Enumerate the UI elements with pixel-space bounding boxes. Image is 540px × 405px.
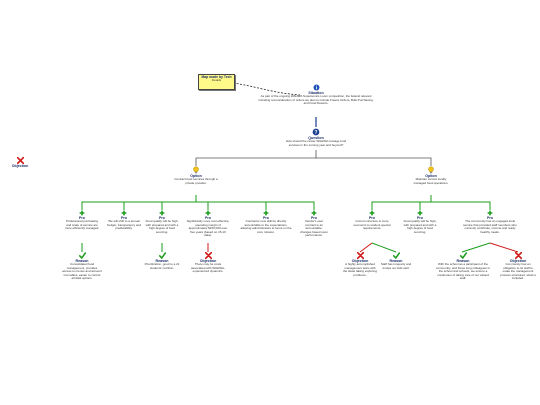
- reason-node[interactable]: Reason With the school as a participant …: [434, 252, 492, 281]
- reason-text: With the school as a participant of the …: [436, 262, 490, 280]
- pro-node[interactable]: Pro The community has an engaged local s…: [462, 210, 518, 234]
- side-objection-heading: Objection: [11, 164, 29, 168]
- pro-node[interactable]: Pro Significantly more cost effective, o…: [186, 210, 230, 238]
- svg-text:?: ?: [314, 130, 317, 136]
- question-circle-icon: ?: [312, 128, 320, 136]
- reason-heading: Reason: [389, 259, 403, 263]
- pro-heading: Pro: [121, 216, 127, 220]
- option-text: Maintain current locally managed food op…: [413, 177, 449, 185]
- pro-heading: Pro: [79, 216, 85, 220]
- plus-icon: [487, 210, 493, 216]
- plus-icon: [369, 210, 375, 216]
- checkmark-icon: [78, 252, 86, 259]
- link-question-option-1: [195, 150, 317, 166]
- reason-node[interactable]: Reason Prioritization, good to a 21 stud…: [144, 252, 180, 270]
- option-heading: Option: [425, 174, 437, 178]
- pro-text: The community has an engaged local servi…: [463, 219, 517, 234]
- question-node[interactable]: ? Question How should the newer WAHWA ma…: [284, 128, 348, 147]
- objection-heading: Objection: [509, 259, 527, 263]
- pro-node[interactable]: Pro Professional purchasing and scale of…: [64, 210, 100, 231]
- plus-icon: [79, 210, 85, 216]
- situation-node[interactable]: Situation As part of the ongoing WAHWA S…: [258, 84, 374, 106]
- pro-text: Vendor's user contract is an accountable…: [300, 219, 328, 237]
- option-text: Contract food services through a private…: [174, 177, 218, 185]
- pro-node[interactable]: Pro Food quality will be high, with prep…: [144, 210, 180, 234]
- pro-text: Current structure is more economic to st…: [353, 219, 391, 230]
- link-question-option-2: [316, 157, 432, 166]
- reason-text: Prioritization, good to a 21 students' n…: [144, 262, 180, 270]
- objection-heading: Objection: [199, 259, 217, 263]
- pro-text: Contractor new skill be directly account…: [240, 219, 292, 234]
- side-objection-node[interactable]: Objection: [8, 157, 32, 168]
- reason-heading: Reason: [456, 259, 470, 263]
- pro-text: We will shift to a annual budget, transp…: [106, 219, 142, 230]
- situation-heading: Situation: [308, 91, 324, 95]
- links-pros-children: [81, 242, 519, 253]
- pro-heading: Pro: [369, 216, 375, 220]
- pro-text: Food quality will be high, with prepared…: [403, 219, 437, 234]
- checkmark-icon: [459, 252, 467, 259]
- option-node[interactable]: Option Maintain current locally managed …: [409, 166, 453, 185]
- checkmark-icon: [392, 252, 400, 259]
- reason-heading: Reason: [75, 259, 89, 263]
- situation-text: As part of the ongoing WAHWA Supersonics…: [258, 94, 374, 105]
- pro-heading: Pro: [205, 216, 211, 220]
- pro-text: Food quality will be high, with prepared…: [145, 219, 179, 234]
- plus-icon: [159, 210, 165, 216]
- links-option-2-pros: [371, 195, 491, 210]
- objection-node[interactable]: Objection Community has an obligation to…: [500, 252, 536, 281]
- pro-node[interactable]: Pro Food quality will be high, with prep…: [402, 210, 438, 234]
- red-cross-icon: [16, 157, 24, 164]
- red-cross-icon: [514, 252, 522, 259]
- pro-heading: Pro: [311, 216, 317, 220]
- pro-node[interactable]: Pro Contractor new skill be directly acc…: [240, 210, 292, 234]
- objection-text: There may be costs associated with WAHWA…: [191, 262, 225, 273]
- objection-node[interactable]: Objection A highly accomplished manageme…: [342, 252, 378, 277]
- pro-text: Significantly more cost effective, opera…: [186, 219, 230, 237]
- plus-icon: [311, 210, 317, 216]
- pro-heading: Pro: [487, 216, 493, 220]
- note-connector: [232, 82, 301, 96]
- red-cross-icon: [204, 252, 212, 259]
- question-heading: Question: [308, 136, 324, 140]
- reason-node[interactable]: Reason Consolidated food management, pro…: [62, 252, 102, 281]
- lightbulb-icon: [428, 166, 434, 174]
- note-subtitle: Details: [211, 78, 222, 82]
- pro-node[interactable]: Pro We will shift to a annual budget, tr…: [106, 210, 142, 231]
- plus-icon: [263, 210, 269, 216]
- info-circle-icon: [313, 84, 319, 91]
- reason-node[interactable]: Reason Staff has longevity and knows our…: [380, 252, 412, 270]
- plus-icon: [205, 210, 211, 216]
- pro-node[interactable]: Pro Vendor's user contract is an account…: [300, 210, 328, 238]
- objection-text: A highly accomplished management team wi…: [342, 262, 378, 277]
- pro-heading: Pro: [417, 216, 423, 220]
- plus-icon: [121, 210, 127, 216]
- option-node[interactable]: Option Contract food services through a …: [174, 166, 218, 185]
- question-text: How should the newer WAHWA manage food s…: [285, 139, 347, 147]
- reason-heading: Reason: [155, 259, 169, 263]
- plus-icon: [417, 210, 423, 216]
- map-note[interactable]: Map made by Tech Details: [198, 74, 235, 90]
- links-option-1-pros: [81, 195, 315, 210]
- objection-heading: Objection: [351, 259, 369, 263]
- checkmark-icon: [158, 252, 166, 259]
- objection-text: Community has an obligation to its staff…: [500, 262, 536, 280]
- pro-node[interactable]: Pro Current structure is more economic t…: [350, 210, 394, 231]
- note-title: Map made by Tech: [201, 75, 232, 79]
- red-cross-icon: [356, 252, 364, 259]
- reason-text: Consolidated food management, provides a…: [62, 262, 102, 280]
- objection-node[interactable]: Objection There may be costs associated …: [190, 252, 226, 274]
- pro-heading: Pro: [159, 216, 165, 220]
- pro-heading: Pro: [263, 216, 269, 220]
- reason-text: Staff has longevity and knows our kids w…: [380, 262, 412, 270]
- option-heading: Option: [190, 174, 202, 178]
- pro-text: Professional purchasing and scale of ser…: [64, 219, 100, 230]
- lightbulb-icon: [193, 166, 199, 174]
